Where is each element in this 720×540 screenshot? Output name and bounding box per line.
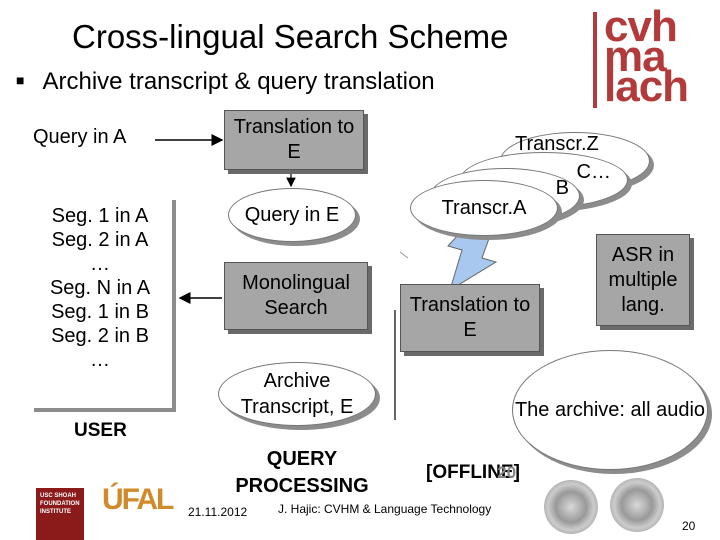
logo-line-1: cvh xyxy=(604,2,678,51)
logo-bar xyxy=(593,12,597,108)
monolingual-search-box: Monolingual Search xyxy=(224,262,368,330)
offline-index: 20 xyxy=(497,463,517,482)
footer-date: 21.11.2012 xyxy=(188,505,248,519)
archive-audio-oval: The archive: all audio xyxy=(512,350,708,470)
bullet-text: Archive transcript & query translation xyxy=(42,68,435,95)
offline-label-text: [OFFLINE] xyxy=(426,462,520,483)
page-number: 20 xyxy=(682,519,696,533)
segment-row[interactable]: Seg. 1 in A xyxy=(51,205,149,227)
usc-shoah-logo: USC SHOAH FOUNDATION INSTITUTE xyxy=(36,488,84,540)
transcript-b-label: B xyxy=(555,177,569,199)
archive-transcript-oval: Archive Transcript, E xyxy=(218,362,376,426)
footer-center: J. Hajic: CVHM & Language Technology xyxy=(278,502,492,516)
segment-row: … xyxy=(90,253,110,275)
ufal-logo: ÚFAL xyxy=(102,483,174,516)
translation-to-e-box: Translation to E xyxy=(224,110,364,170)
segment-row[interactable]: Seg. 2 in A xyxy=(51,229,149,251)
user-label: USER xyxy=(74,420,127,441)
logo-line-3: lach xyxy=(604,62,689,111)
query-in-e-oval: Query in E xyxy=(228,188,356,242)
cvhm-logo: cvh ma lach xyxy=(604,2,704,111)
segment-row[interactable]: Seg. N in A xyxy=(49,277,151,299)
bullet-square-icon: ■ xyxy=(16,71,25,88)
offline-translation-box: Translation to E xyxy=(400,284,540,352)
slide-title: Cross-lingual Search Scheme xyxy=(72,18,509,55)
segments-list-box xyxy=(30,196,172,408)
university-seal-icon xyxy=(610,478,664,532)
offline-label: [OFFLINE] 20 xyxy=(426,462,520,484)
segment-row[interactable]: Seg. 1 in B xyxy=(51,301,149,323)
query-in-a-label: Query in A xyxy=(33,126,127,148)
university-seal-icon xyxy=(544,480,598,534)
asr-box: ASR in multiple lang. xyxy=(596,234,690,326)
bullet-point: ■ Archive transcript & query translation xyxy=(16,68,435,96)
segment-row: … xyxy=(90,349,110,371)
transcript-c-label: C… xyxy=(576,161,611,183)
transcript-a-oval: Transcr.A xyxy=(410,180,558,236)
segments-list: Seg. 1 in A Seg. 2 in A … Seg. N in A Se… xyxy=(30,204,170,372)
query-processing-label: QUERY PROCESSING xyxy=(235,448,369,497)
transcript-z-label: Transcr.Z xyxy=(515,133,599,155)
segment-row[interactable]: Seg. 2 in B xyxy=(51,325,149,347)
logo-line-2: ma xyxy=(604,32,667,81)
